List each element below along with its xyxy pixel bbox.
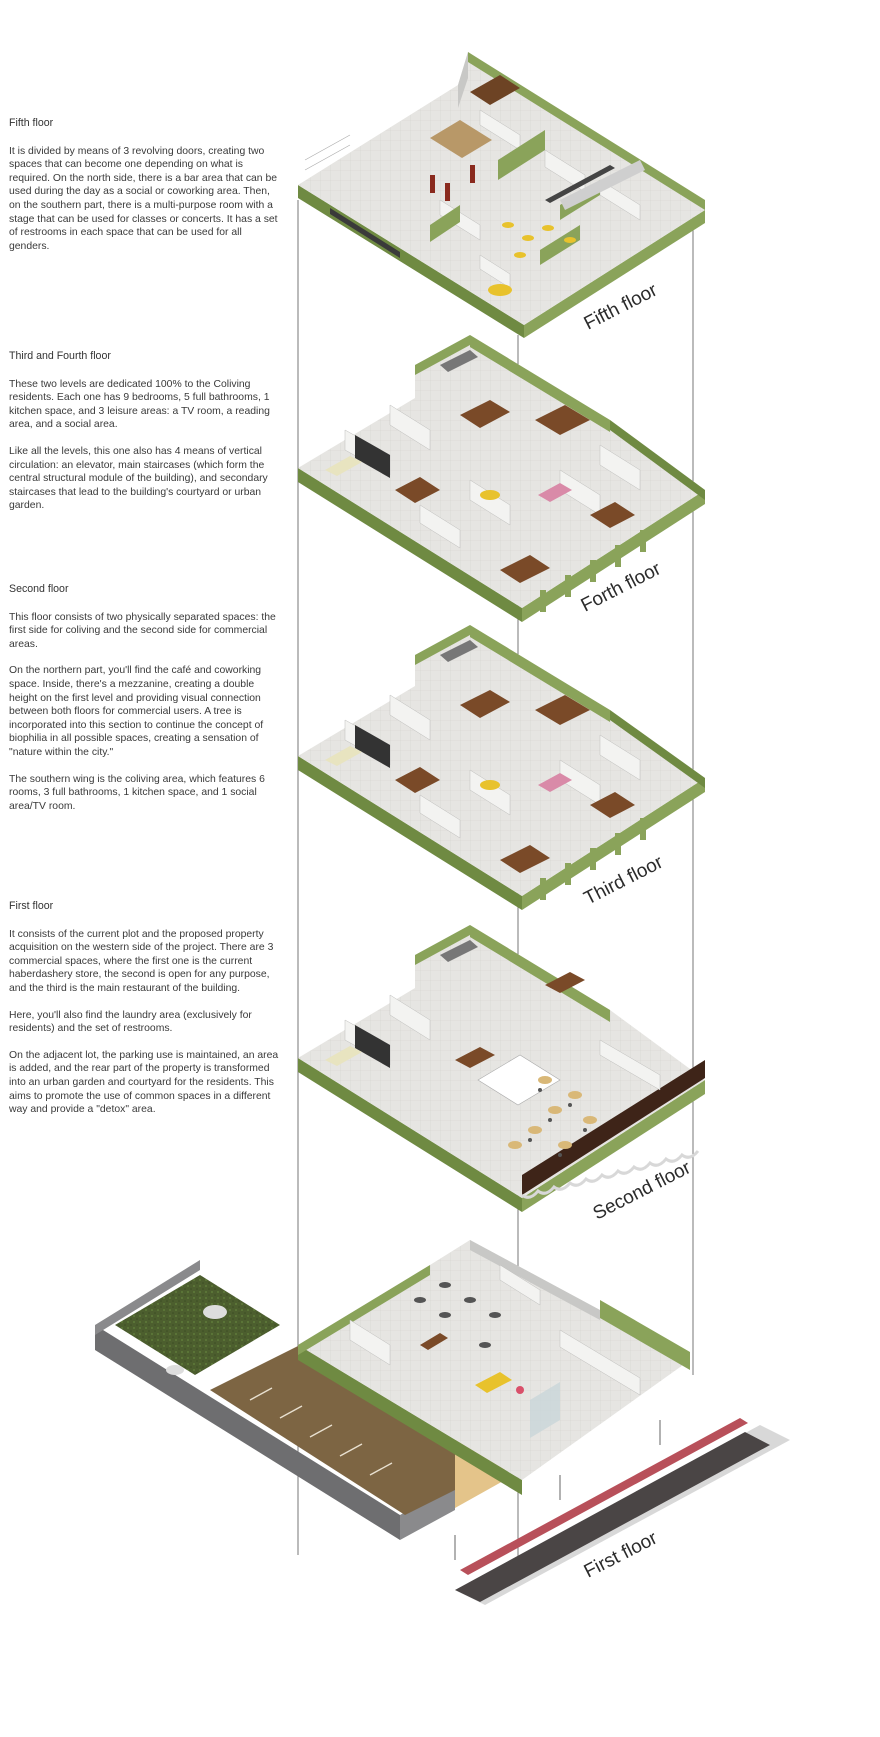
- second-floor-plan: [298, 925, 705, 1212]
- section-third-fourth-floor: Third and Fourth floor These two levels …: [9, 350, 284, 526]
- third-floor-plan: [298, 625, 705, 910]
- section-heading: First floor: [9, 900, 54, 912]
- section-paragraph: It consists of the current plot and the …: [9, 928, 274, 994]
- section-paragraph: On the adjacent lot, the parking use is …: [9, 1049, 279, 1116]
- section-heading: Second floor: [9, 583, 69, 595]
- section-paragraph: On the northern part, you'll find the ca…: [9, 665, 264, 758]
- floor-label-second: Second floor: [590, 1157, 695, 1224]
- section-fifth-floor: Fifth floor It is divided by means of 3 …: [9, 117, 284, 266]
- bike-lane: [460, 1418, 748, 1575]
- section-paragraph: The southern wing is the coliving area, …: [9, 773, 265, 812]
- fourth-floor-plan: [298, 335, 705, 622]
- parking-lot: [210, 1345, 495, 1515]
- section-paragraph: These two levels are dedicated 100% to t…: [9, 378, 270, 431]
- section-first-floor: First floor It consists of the current p…: [9, 900, 284, 1130]
- section-paragraph: This floor consists of two physically se…: [9, 611, 276, 650]
- fifth-floor-plan: [298, 52, 705, 338]
- urban-garden: [115, 1275, 280, 1375]
- section-heading: Third and Fourth floor: [9, 350, 111, 362]
- street: [455, 1432, 770, 1602]
- first-floor-plan: [95, 1240, 790, 1605]
- section-paragraph: Like all the levels, this one also has 4…: [9, 445, 268, 512]
- section-paragraph: Here, you'll also find the laundry area …: [9, 1009, 252, 1035]
- section-paragraph: It is divided by means of 3 revolving do…: [9, 145, 278, 252]
- section-second-floor: Second floor This floor consists of two …: [9, 583, 284, 826]
- section-heading: Fifth floor: [9, 117, 54, 129]
